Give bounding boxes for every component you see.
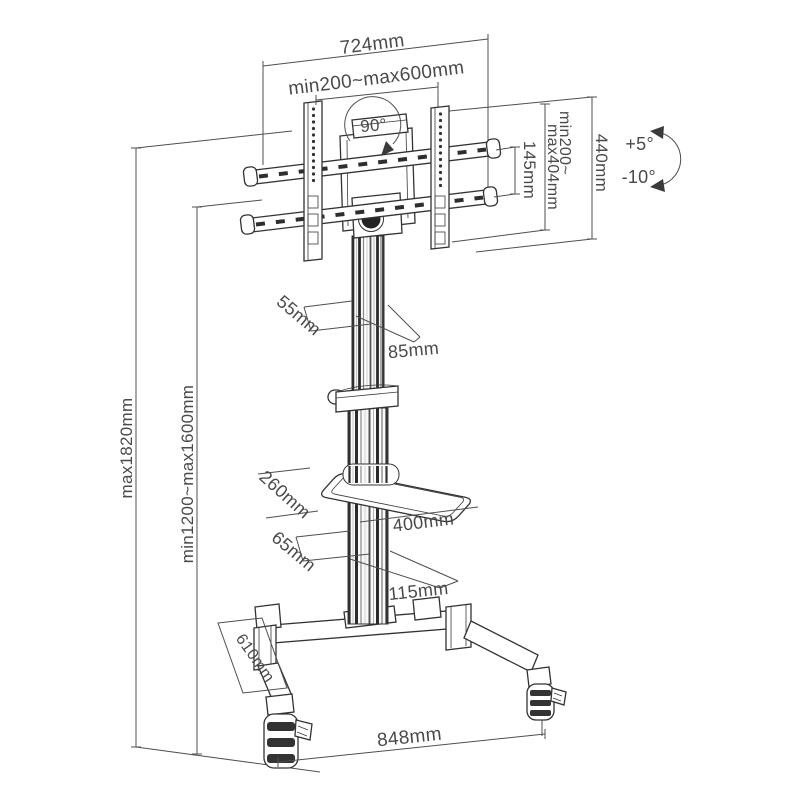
dim-label-vesa-range-2: max404mm: [544, 124, 561, 210]
dim-label-tilt-up: +5°: [625, 134, 654, 154]
dim-label-tilt-down: -10°: [622, 167, 656, 187]
dim-label-pole-front: 85mm: [387, 338, 440, 362]
pole-upper: [327, 235, 399, 413]
caster-right-brake: [550, 687, 567, 706]
shelf: [320, 463, 472, 523]
tv-bracket: [239, 100, 502, 262]
caster-left: [263, 693, 313, 769]
leg-left-end-cap: [254, 603, 282, 631]
vesa-plate-right: [430, 105, 450, 250]
collar-band: [335, 385, 399, 413]
caster-left-brake: [294, 719, 313, 741]
leg-right: [463, 620, 539, 673]
dim-label-base-width: 848mm: [376, 724, 443, 752]
dim-label-height-max: max1820mm: [117, 398, 136, 499]
vesa-plate-left: [303, 100, 323, 262]
rail-lower-cap-left: [239, 214, 256, 235]
dim-label-top-width: 724mm: [339, 30, 406, 59]
base-group: [253, 596, 567, 769]
dim-label-vesa-range-1: min200~: [556, 111, 573, 175]
dim-label-lower-pole-side: 65mm: [268, 527, 320, 575]
dim-label-shelf-depth: 260mm: [255, 467, 314, 523]
pole-lower: [347, 407, 389, 625]
dim-label-height-range: min1200~max1600mm: [178, 385, 197, 564]
pole-collar: [327, 384, 399, 413]
dim-label-pole-side: 55mm: [273, 291, 325, 339]
dim-label-rail-gap: 145mm: [520, 141, 539, 199]
leg-right-sleeve: [445, 603, 472, 651]
dim-label-swivel: 90°: [359, 115, 387, 136]
caster-right-mount: [526, 666, 552, 688]
leg-right-end-cap: [412, 596, 442, 621]
tilt-arrow-up-icon: [650, 126, 664, 139]
dim-label-bracket-height: 440mm: [592, 134, 611, 192]
tilt-arrow-down-icon: [650, 179, 665, 192]
dimension-lines: [131, 34, 597, 767]
tilt-arc: [650, 126, 682, 192]
shelf-slot: [342, 463, 400, 486]
dim-label-lower-pole-front: 115mm: [387, 578, 449, 604]
rail-lower-cap-right: [482, 186, 499, 207]
caster-left-mount: [265, 693, 295, 716]
swivel-arrow-icon: [381, 141, 394, 156]
swivel-arc: [344, 96, 402, 156]
center-mount-handle: [351, 113, 409, 139]
rail-upper-cap-right: [485, 138, 502, 159]
rail-upper-cap-left: [242, 166, 259, 187]
caster-right: [526, 666, 567, 721]
